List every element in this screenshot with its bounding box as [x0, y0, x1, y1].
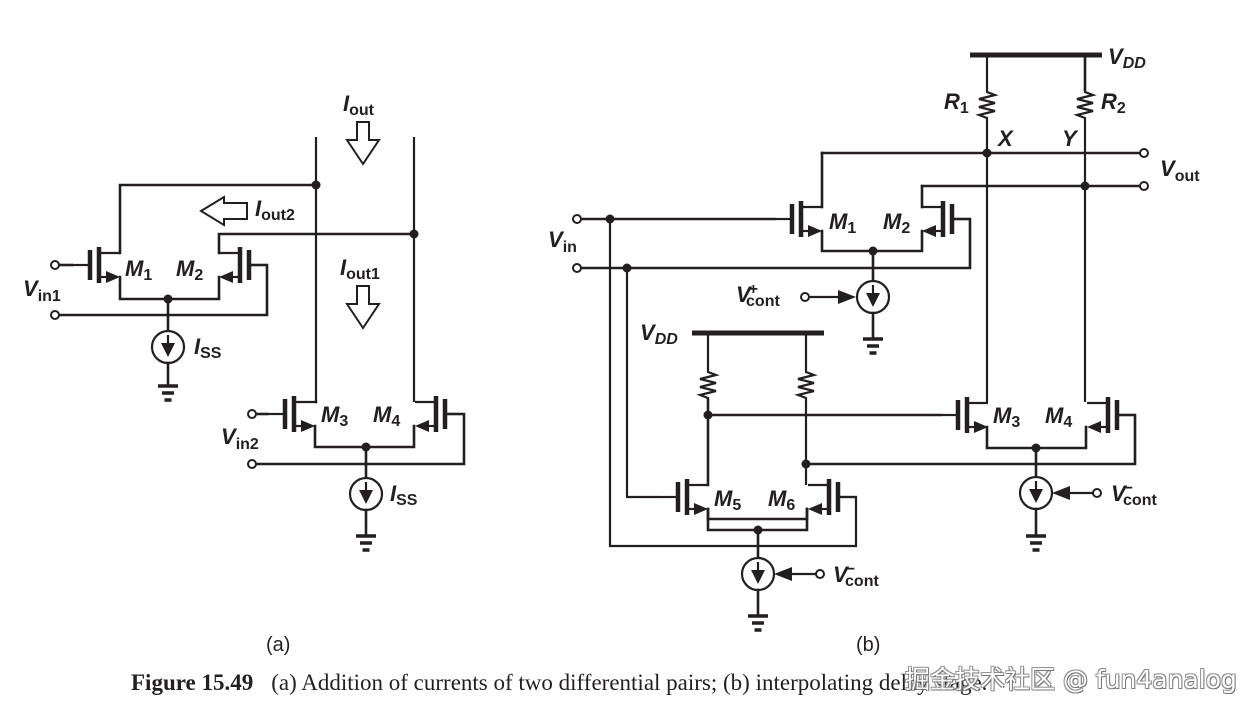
vin2-terminal-bottom: [247, 459, 257, 469]
iout2-arrow-icon: [199, 195, 248, 227]
iout2-label: Iout2: [255, 196, 295, 224]
panel-b-label: (b): [856, 634, 880, 656]
m3-label-b: M3: [993, 403, 1020, 431]
r2-label: R2: [1101, 89, 1126, 117]
vcont-minus-label-bottom: V−cont: [833, 561, 879, 590]
iss-label-a2: ISS: [390, 481, 418, 509]
vcont-minus-current-source-bottom: [740, 556, 776, 592]
vcont-minus-label-right: V−cont: [1111, 480, 1157, 509]
resistor-left-inner: [698, 368, 718, 402]
m4-label-b: M4: [1045, 403, 1072, 431]
vcont-minus-terminal-bottom: [815, 569, 825, 579]
m5-label: M5: [714, 486, 741, 514]
m6-label: M6: [768, 486, 795, 514]
vin1-terminal-bottom: [50, 310, 60, 320]
ground-icon: [746, 614, 770, 632]
m6-transistor: [808, 479, 856, 515]
vin2-label: Vin2: [221, 424, 259, 453]
vin-terminal-bottom: [572, 263, 582, 273]
vdd-label-inner: VDD: [640, 320, 678, 348]
node-y-label: Y: [1062, 126, 1079, 151]
vin1-terminal-top: [50, 260, 60, 270]
caption-text: (a) Addition of currents of two differen…: [271, 670, 988, 695]
r1-resistor: [977, 88, 997, 122]
vin1-label: Vin1: [23, 276, 61, 305]
figure-caption: Figure 15.49 (a) Addition of currents of …: [131, 670, 987, 696]
ground-icon: [156, 384, 180, 402]
m2-label-b: M2: [883, 209, 910, 237]
iout-arrow-icon: [346, 121, 380, 165]
iss-current-source-a1: [150, 329, 186, 365]
m3-transistor-a: [267, 396, 315, 432]
vcont-plus-terminal: [800, 292, 810, 302]
figure-number: Figure 15.49: [131, 670, 254, 695]
panel-a: [50, 121, 466, 552]
iout1-label: Iout1: [340, 255, 380, 283]
watermark: 掘金技术社区 @ fun4analog: [905, 665, 1237, 694]
r2-resistor: [1075, 88, 1095, 122]
m1-transistor-a: [72, 247, 120, 283]
vin-terminal-top: [572, 214, 582, 224]
vcont-minus-terminal-right: [1092, 488, 1102, 498]
resistor-right-inner: [796, 368, 816, 402]
vcont-minus-current-source-right: [1018, 475, 1054, 511]
iss-label-a1: ISS: [194, 334, 222, 362]
ground-icon: [861, 337, 885, 355]
ground-icon: [1024, 534, 1048, 552]
m1-label-a: M1: [125, 256, 152, 284]
iout1-arrow-icon: [346, 285, 380, 329]
m1-transistor-b: [774, 201, 822, 237]
vin-label: Vin: [548, 227, 577, 256]
node-x-label: X: [996, 126, 1014, 151]
m5-transistor: [660, 479, 708, 515]
vcont-plus-current-source: [855, 279, 891, 315]
vin2-terminal-top: [247, 409, 257, 419]
vdd-label-top: VDD: [1108, 44, 1146, 72]
vout-label: Vout: [1160, 156, 1200, 185]
m4-transistor-b: [1087, 397, 1135, 433]
m2-label-a: M2: [176, 256, 203, 284]
m3-label-a: M3: [321, 402, 348, 430]
m1-label-b: M1: [829, 209, 856, 237]
m3-transistor-b: [940, 397, 988, 433]
r1-label: R1: [944, 89, 969, 117]
vout-terminal-top: [1139, 148, 1149, 158]
panel-a-label: (a): [266, 634, 290, 656]
iss-current-source-a2: [348, 476, 384, 512]
iout-label: Iout: [343, 91, 375, 119]
ground-icon: [354, 534, 378, 552]
m4-label-a: M4: [373, 402, 400, 430]
panel-b: [572, 52, 1149, 632]
vout-terminal-bottom: [1139, 181, 1149, 191]
vcont-plus-label: V+cont: [736, 281, 780, 310]
